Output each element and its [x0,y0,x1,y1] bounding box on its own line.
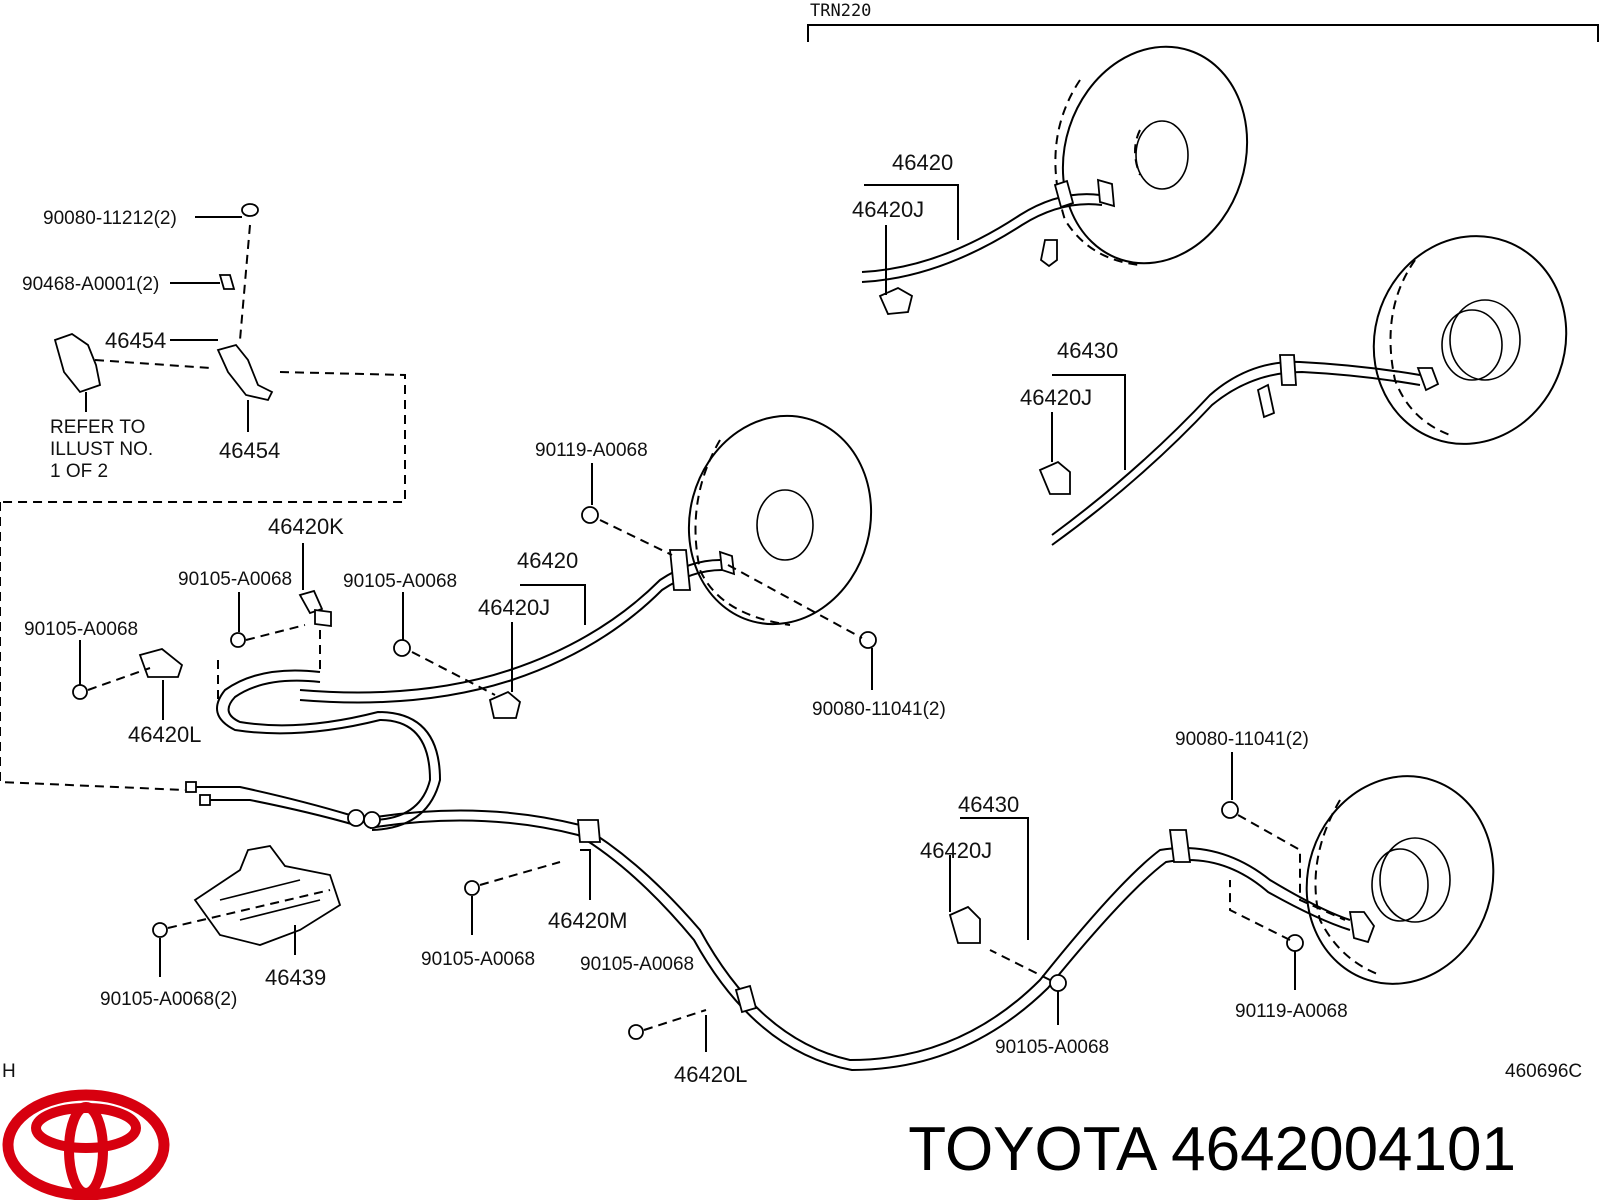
cable-46420-middle [299,549,736,719]
bolt-90105-a [230,632,246,648]
label-46420k: 46420K [268,514,344,539]
label-46420l-left: 46420L [128,722,201,747]
heat-shield-46439 [193,845,342,946]
cable-46430-lower [369,809,1351,1072]
model-code: TRN220 [810,1,871,21]
bolt-90105-g [1049,974,1067,992]
part-caption: TOYOTA 4642004101 [908,1115,1516,1184]
bolt-90105-d [464,880,480,896]
bracket-46454 [0,203,406,791]
label-46454-b: 46454 [219,438,280,463]
label-90105-a: 90105-A0068 [178,569,292,590]
bolt-90105-f [152,922,168,938]
label-46420-mid: 46420 [517,548,578,573]
disc-middle [687,414,873,626]
cable-46420-top [861,178,1116,315]
label-90105-f: 90105-A0068(2) [100,989,237,1010]
corner-mark: H [2,1061,16,1082]
cable-loop-left [138,589,442,831]
disc-bottom-right [1305,775,1495,985]
label-46420j-top: 46420J [852,197,924,222]
disc-right-middle [1372,235,1568,445]
label-46420-top: 46420 [892,150,953,175]
leader-lines [79,184,1296,1052]
refer-line-3: 1 OF 2 [50,461,108,482]
label-90105-b: 90105-A0068 [343,571,457,592]
refer-line-1: REFER TO [50,417,145,438]
label-46420j-right: 46420J [1020,385,1092,410]
cable-46430-right [1038,354,1440,546]
bolt-90119-lower [1286,934,1304,952]
label-46430-lower: 46430 [958,792,1019,817]
label-46439: 46439 [265,965,326,990]
label-46454-a: 46454 [105,328,166,353]
bolt-90119-mid [581,506,599,524]
toyota-logo [2,1089,170,1200]
model-bracket: TRN220 [807,1,1599,42]
bolt-90105-c [72,684,88,700]
label-46420j-mid: 46420J [478,595,550,620]
label-46420m: 46420M [548,908,628,933]
part-labels: 90080-11212(2) 90468-A0001(2) 46454 4645… [2,150,1582,1087]
bolt-90080-mid [859,631,877,649]
label-46420l-bottom: 46420L [674,1062,747,1087]
assembly-dashes [87,519,1346,1031]
label-90119-mid: 90119-A0068 [535,440,648,461]
refer-line-2: ILLUST NO. [50,439,153,460]
figure-code: 460696C [1505,1061,1582,1082]
label-90080-11041-mid: 90080-11041(2) [812,699,946,720]
label-90105-e: 90105-A0068 [580,954,694,975]
cable-ends-lever [185,781,381,829]
label-90468-a0001: 90468-A0001(2) [22,274,159,295]
bolt-90080-right [1221,801,1239,819]
disc-top-right [1054,45,1249,266]
label-90119-lower: 90119-A0068 [1235,1001,1348,1022]
label-90080-11041-right: 90080-11041(2) [1175,729,1309,750]
label-90105-g: 90105-A0068 [995,1037,1109,1058]
label-46420j-lower: 46420J [920,838,992,863]
label-90080-11212: 90080-11212(2) [43,208,177,229]
label-46430-right: 46430 [1057,338,1118,363]
bolt-90105-b [393,639,411,657]
bolt-90105-e [628,1024,644,1040]
label-90105-d: 90105-A0068 [421,949,535,970]
label-90105-c: 90105-A0068 [24,619,138,640]
bolts [72,506,1304,1040]
